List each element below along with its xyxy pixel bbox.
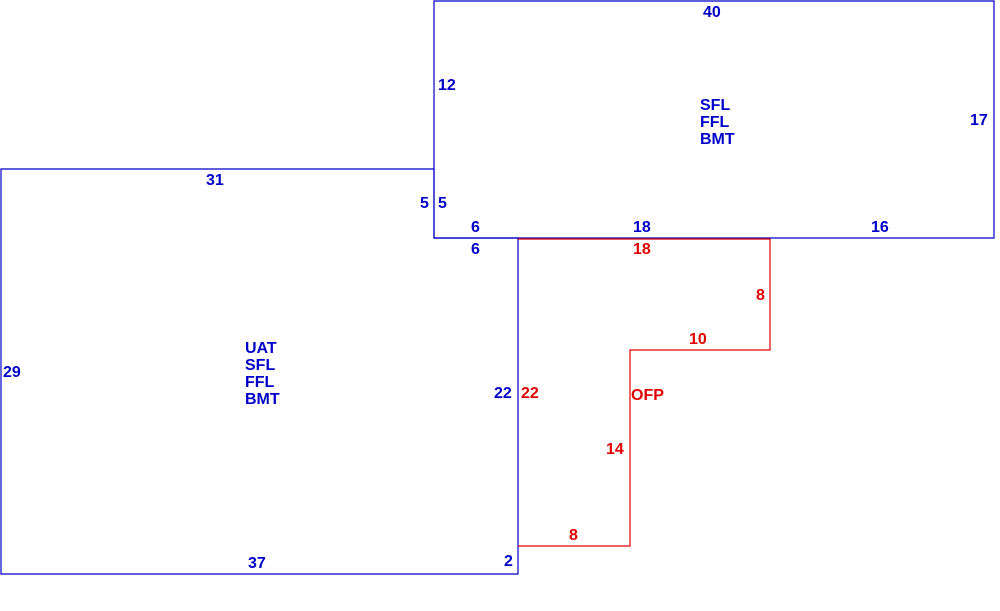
lower-block-outline xyxy=(0,168,519,575)
upper-block-outline xyxy=(433,0,995,239)
upper-code-2: FFL xyxy=(700,114,730,131)
open-left-dim: 22 xyxy=(521,385,539,402)
open-area-code: OFP xyxy=(631,387,664,404)
upper-bottom-left-dim: 6 xyxy=(471,219,480,236)
open-step-top-dim: 10 xyxy=(689,331,707,348)
upper-bottom-right-dim: 16 xyxy=(871,219,889,236)
upper-code-3: BMT xyxy=(700,131,735,148)
lower-bottom-right-dim: 2 xyxy=(504,553,513,570)
lower-top-dim: 31 xyxy=(206,172,224,189)
open-step-side-dim: 14 xyxy=(606,441,624,458)
lower-code-4: BMT xyxy=(245,391,280,408)
upper-code-1: SFL xyxy=(700,97,730,114)
open-bottom-dim: 8 xyxy=(569,527,578,544)
upper-left-lower-dim: 5 xyxy=(438,195,447,212)
lower-inner-top-dim: 6 xyxy=(471,241,480,258)
lower-bottom-dim: 37 xyxy=(248,555,266,572)
lower-left-dim: 29 xyxy=(3,364,21,381)
lower-code-3: FFL xyxy=(245,374,275,391)
upper-bottom-middle-dim: 18 xyxy=(633,219,651,236)
open-area-outline xyxy=(518,238,771,547)
open-top-dim: 18 xyxy=(633,241,651,258)
lower-code-1: UAT xyxy=(245,340,277,357)
upper-left-upper-dim: 12 xyxy=(438,77,456,94)
upper-right-dim: 17 xyxy=(970,112,988,129)
open-right-drop-dim: 8 xyxy=(756,287,765,304)
lower-code-2: SFL xyxy=(245,357,275,374)
upper-top-dim: 40 xyxy=(703,4,721,21)
lower-right-dim: 22 xyxy=(494,385,512,402)
lower-top-right-step-dim: 5 xyxy=(420,195,429,212)
